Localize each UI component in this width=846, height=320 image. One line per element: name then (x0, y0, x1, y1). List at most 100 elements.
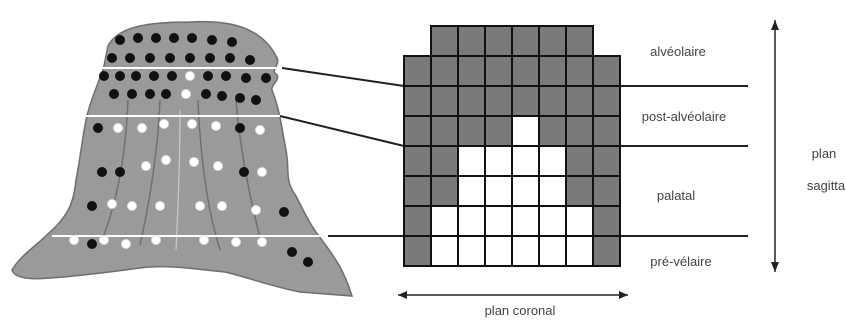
grid-cell-contact (593, 116, 620, 146)
electrode-contact (126, 54, 135, 63)
electrode-no-contact (122, 240, 131, 249)
grid-cell-no-contact (458, 236, 485, 266)
electrode-contact (208, 36, 217, 45)
electrode-contact (88, 202, 97, 211)
grid-cell-no-contact (512, 206, 539, 236)
label-palatal: palatal (657, 188, 695, 203)
grid-cell-contact (593, 176, 620, 206)
connector-line-post-alveolar (280, 116, 404, 146)
electrode-contact (162, 90, 171, 99)
grid-cell-no-contact (431, 236, 458, 266)
sagittal-axis (771, 20, 779, 272)
grid-cell-no-contact (512, 116, 539, 146)
grid-cell-no-contact (539, 146, 566, 176)
grid-cell-contact (485, 116, 512, 146)
grid-cell-contact (512, 26, 539, 56)
electrode-no-contact (138, 124, 147, 133)
electrode-contact (128, 90, 137, 99)
grid-cell-contact (431, 86, 458, 116)
electrode-no-contact (214, 162, 223, 171)
grid-cell-no-contact (485, 206, 512, 236)
electrode-contact (218, 92, 227, 101)
electrode-no-contact (258, 238, 267, 247)
electrode-contact (188, 34, 197, 43)
electrode-contact (304, 258, 313, 267)
label-alveolaire: alvéolaire (650, 44, 706, 59)
connector-line-alveolar (282, 68, 404, 86)
electrode-contact (100, 72, 109, 81)
grid-cell-contact (431, 116, 458, 146)
electrode-contact (202, 90, 211, 99)
electrode-contact (108, 54, 117, 63)
grid-cell-contact (539, 116, 566, 146)
electrode-contact (242, 74, 251, 83)
grid-cell-contact (404, 146, 431, 176)
electrode-contact (152, 34, 161, 43)
electrode-no-contact (212, 122, 221, 131)
grid-cell-contact (566, 26, 593, 56)
electrode-contact (116, 72, 125, 81)
electrode-no-contact (156, 202, 165, 211)
grid-cell-contact (539, 26, 566, 56)
electrode-contact (280, 208, 289, 217)
grid-cell-contact (458, 116, 485, 146)
grid-cell-contact (404, 116, 431, 146)
grid-cell-contact (485, 86, 512, 116)
grid-cell-no-contact (431, 206, 458, 236)
grid-cell-contact (593, 206, 620, 236)
electrode-no-contact (162, 156, 171, 165)
electrode-contact (222, 72, 231, 81)
grid-cell-contact (512, 86, 539, 116)
sagittal-arrow-top-head (771, 20, 779, 30)
grid-cell-contact (404, 56, 431, 86)
sagittal-arrow-bottom-head (771, 262, 779, 272)
electrode-no-contact (160, 120, 169, 129)
electrode-no-contact (100, 236, 109, 245)
electrode-no-contact (196, 202, 205, 211)
electrode-contact (150, 72, 159, 81)
grid-cell-no-contact (485, 236, 512, 266)
grid-cell-no-contact (566, 206, 593, 236)
electrode-no-contact (252, 206, 261, 215)
grid-cell-contact (485, 56, 512, 86)
electrode-contact (134, 34, 143, 43)
electrode-contact (288, 248, 297, 257)
label-plan-coronal: plan coronal (485, 303, 556, 318)
palate-plate (12, 22, 352, 296)
electrode-no-contact (142, 162, 151, 171)
grid-cell-no-contact (458, 206, 485, 236)
electrode-contact (170, 34, 179, 43)
grid-cell-contact (458, 26, 485, 56)
electrode-contact (168, 72, 177, 81)
electrode-contact (252, 96, 261, 105)
electrode-contact (88, 240, 97, 249)
electrode-no-contact (186, 72, 195, 81)
electrode-contact (226, 54, 235, 63)
label-plan-sagittal-1: plan (812, 146, 837, 161)
electrode-no-contact (218, 202, 227, 211)
electrode-contact (236, 94, 245, 103)
electrode-contact (186, 54, 195, 63)
coronal-arrow-left-head (398, 291, 407, 299)
electrode-contact (116, 36, 125, 45)
electrode-no-contact (256, 126, 265, 135)
electrode-contact (146, 90, 155, 99)
grid-cell-no-contact (539, 236, 566, 266)
label-plan-sagittal-2: sagitta (807, 178, 846, 193)
electrode-contact (166, 54, 175, 63)
electrode-no-contact (232, 238, 241, 247)
label-pre-velaire: pré-vélaire (650, 254, 711, 269)
grid-cell-contact (566, 56, 593, 86)
electrode-contact (206, 54, 215, 63)
electrode-no-contact (70, 236, 79, 245)
electrode-contact (98, 168, 107, 177)
electrode-contact (228, 38, 237, 47)
grid-cell-no-contact (512, 236, 539, 266)
electrode-contact (262, 74, 271, 83)
electrode-contact (146, 54, 155, 63)
grid-cell-no-contact (485, 176, 512, 206)
electrode-contact (94, 124, 103, 133)
electrode-contact (240, 168, 249, 177)
grid-cell-contact (404, 176, 431, 206)
electrode-no-contact (152, 236, 161, 245)
